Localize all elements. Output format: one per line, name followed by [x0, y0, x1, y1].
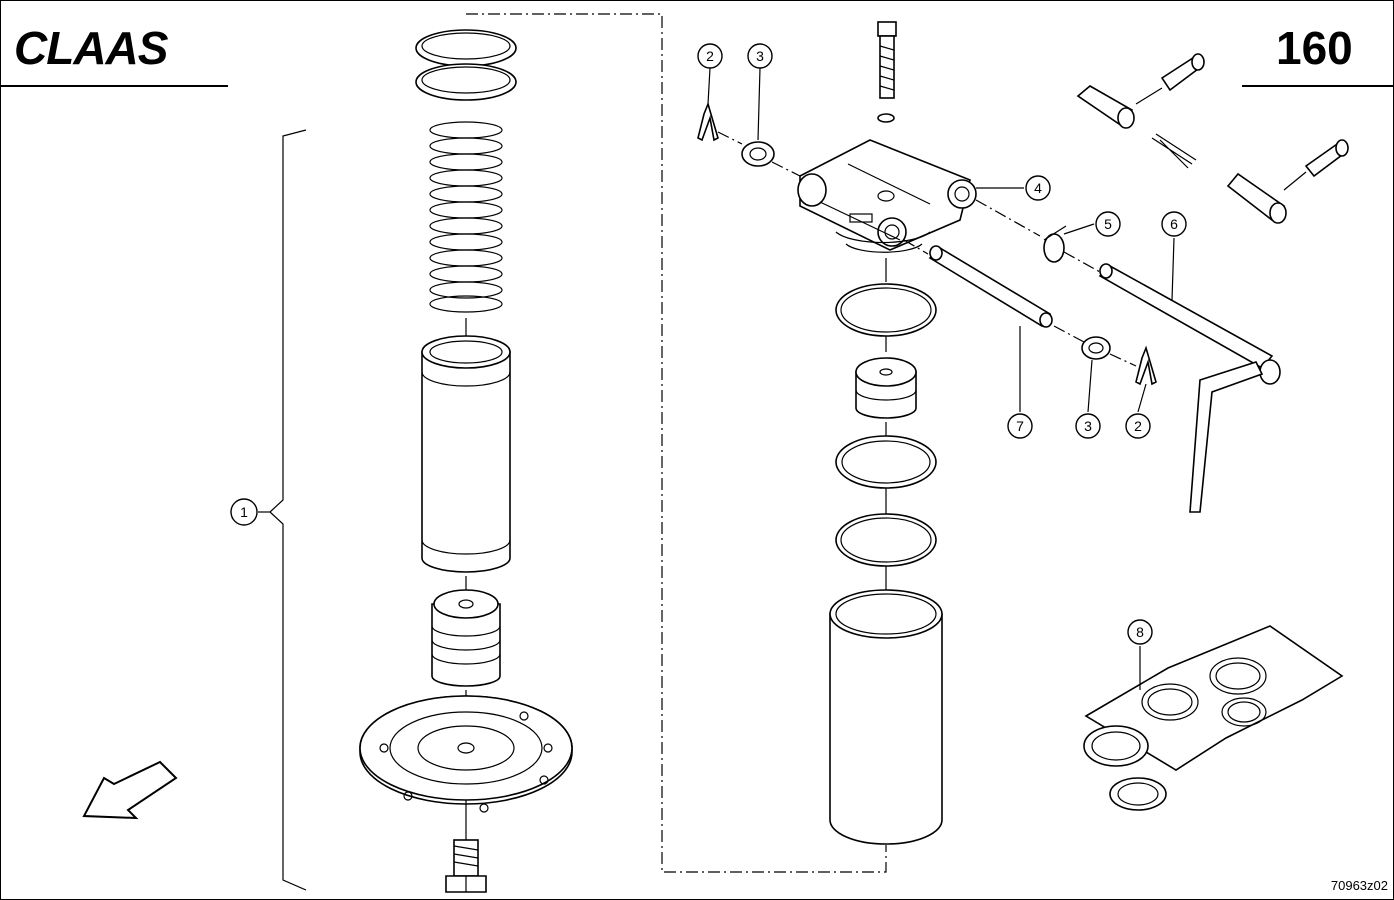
svg-text:7: 7: [1016, 418, 1024, 434]
callout-5: 5: [1095, 211, 1121, 237]
filter-head-part: [797, 139, 977, 253]
page-number: 160: [1276, 22, 1353, 74]
spring-part: [429, 121, 503, 313]
detent-pin-detail: [1076, 53, 1349, 224]
callout-1: 1: [230, 498, 258, 526]
svg-text:8: 8: [1136, 624, 1144, 640]
svg-text:6: 6: [1170, 216, 1178, 232]
o-ring-part: [835, 435, 937, 489]
ring-part: [415, 29, 517, 67]
lever-part: [1098, 263, 1281, 513]
svg-text:3: 3: [1084, 418, 1092, 434]
cotter-pin-part: [697, 101, 719, 142]
spring-clip-part: [1043, 225, 1067, 263]
svg-text:2: 2: [706, 48, 714, 64]
brand-logo: CLAAS: [14, 22, 169, 74]
svg-text:4: 4: [1034, 180, 1042, 196]
o-ring-part: [835, 513, 937, 567]
filter-assembly: [797, 21, 977, 845]
cotter-pin-part: [1135, 345, 1157, 386]
snap-ring-part: [415, 63, 517, 101]
filter-housing-part: [829, 589, 943, 845]
callout-3-bottom: 3: [1075, 413, 1101, 439]
svg-text:2: 2: [1134, 418, 1142, 434]
callout-leaders: [258, 67, 1175, 690]
assembly-centerline: [466, 13, 887, 873]
svg-text:5: 5: [1104, 216, 1112, 232]
callout-7: 7: [1007, 413, 1033, 439]
callout-3-top: 3: [747, 43, 773, 69]
top-bolt-part: [877, 21, 897, 123]
callout-4: 4: [1025, 175, 1051, 201]
washer-part: [741, 141, 775, 167]
o-ring-part: [835, 283, 937, 337]
svg-text:3: 3: [756, 48, 764, 64]
spring-accumulator-assembly: [359, 29, 573, 893]
direction-arrow-icon: [82, 760, 178, 820]
bottom-bolt-part: [445, 839, 487, 893]
callout-6: 6: [1161, 211, 1187, 237]
pin-part: [928, 245, 1053, 328]
figure-code: 70963z02: [1331, 878, 1388, 893]
seal-kit-part: [1083, 625, 1344, 811]
callout-8: 8: [1127, 619, 1153, 645]
assembly-bracket: [269, 129, 307, 891]
svg-text:1: 1: [240, 504, 248, 520]
piston-part: [431, 589, 501, 687]
washer-part: [1081, 336, 1111, 360]
accumulator-cylinder-part: [421, 335, 511, 573]
flange-plate-part: [359, 695, 573, 813]
callout-2-bottom: 2: [1125, 413, 1151, 439]
callout-2-top: 2: [697, 43, 723, 69]
valve-insert-part: [855, 357, 917, 419]
